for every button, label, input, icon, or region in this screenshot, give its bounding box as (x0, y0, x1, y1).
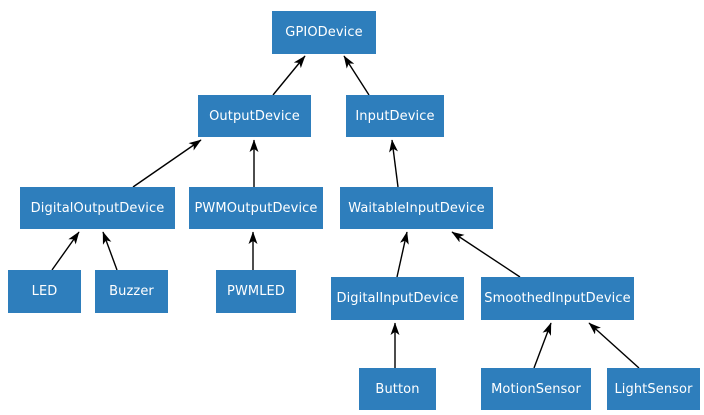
class-node-label: LightSensor (614, 381, 693, 397)
class-node-label: LED (31, 284, 58, 299)
class-node-label: PWMOutputDevice (194, 200, 318, 216)
inheritance-arrow-waitableinputdevice-to-inputdevice (389, 139, 399, 188)
class-node-label: PWMLED (227, 284, 285, 299)
class-node-buzzer[interactable]: Buzzer (95, 270, 168, 313)
inheritance-arrow-digitalinputdevice-to-waitableinputdevice (396, 231, 409, 278)
class-node-outputdevice[interactable]: OutputDevice (198, 95, 311, 137)
inheritance-arrow-digitaloutputdevice-to-outputdevice (132, 139, 202, 188)
class-node-waitableinputdevice[interactable]: WaitableInputDevice (340, 187, 493, 229)
class-node-inputdevice[interactable]: InputDevice (346, 95, 444, 137)
class-node-pwmled[interactable]: PWMLED (216, 270, 296, 313)
inheritance-arrow-led-to-digitaloutputdevice (51, 231, 80, 271)
class-node-label: WaitableInputDevice (348, 200, 485, 216)
class-node-smoothedinputdevice[interactable]: SmoothedInputDevice (481, 277, 634, 320)
class-node-label: DigitalInputDevice (336, 291, 459, 306)
class-node-label: Button (375, 381, 420, 397)
class-node-label: MotionSensor (491, 381, 581, 397)
inheritance-arrow-buzzer-to-digitaloutputdevice (102, 231, 118, 271)
class-node-led[interactable]: LED (8, 270, 81, 313)
class-node-digitalinputdevice[interactable]: DigitalInputDevice (331, 277, 464, 320)
class-node-label: Buzzer (109, 284, 154, 299)
class-node-label: GPIODevice (285, 25, 363, 40)
class-node-label: OutputDevice (209, 108, 300, 124)
inheritance-arrow-smoothedinputdevice-to-waitableinputdevice (451, 231, 521, 278)
inheritance-arrow-outputdevice-to-gpiodevice (272, 55, 306, 96)
class-node-label: InputDevice (355, 108, 435, 124)
inheritance-arrow-motionsensor-to-smoothedinputdevice (533, 322, 552, 369)
class-node-lightsensor[interactable]: LightSensor (607, 368, 700, 410)
inheritance-arrow-inputdevice-to-gpiodevice (343, 55, 370, 96)
class-node-label: SmoothedInputDevice (484, 291, 631, 306)
class-node-button[interactable]: Button (359, 368, 436, 410)
class-node-motionsensor[interactable]: MotionSensor (481, 368, 591, 410)
class-node-digitaloutputdevice[interactable]: DigitalOutputDevice (20, 187, 175, 229)
class-node-pwmoutputdevice[interactable]: PWMOutputDevice (189, 187, 323, 229)
inheritance-arrow-lightsensor-to-smoothedinputdevice (588, 322, 640, 369)
class-node-gpiodevice[interactable]: GPIODevice (272, 11, 376, 54)
class-node-label: DigitalOutputDevice (30, 200, 165, 216)
